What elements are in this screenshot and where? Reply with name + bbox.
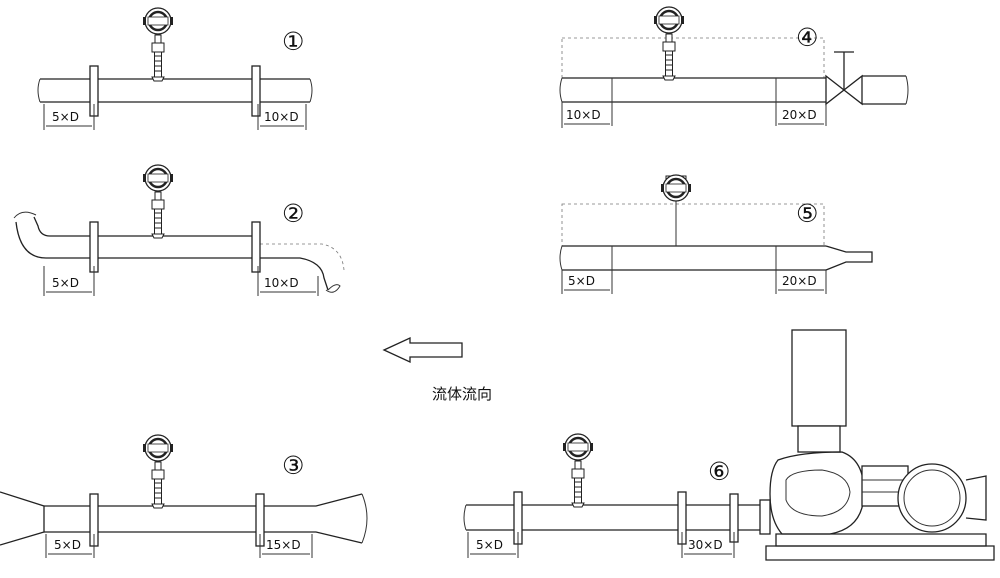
diagram-3-number: ③ (282, 451, 304, 480)
diagram-3: 5×D 15×D ③ (0, 433, 368, 558)
diagram-4-upstream-label: 10×D (566, 108, 601, 122)
diagram-4-downstream-label: 20×D (782, 108, 817, 122)
flowmeter-icon (141, 163, 175, 240)
flowmeter-icon (652, 5, 686, 82)
diagram-6-upstream-label: 5×D (476, 538, 503, 552)
flow-direction-caption: 流体流向 (432, 385, 492, 403)
diagram-3-downstream-label: 15×D (266, 538, 301, 552)
flowmeter-icon (141, 6, 175, 83)
flowmeter-icon (141, 433, 175, 510)
diagram-4-number: ④ (796, 23, 818, 52)
blower-icon (738, 329, 995, 561)
diagram-1-downstream-label: 10×D (264, 110, 299, 124)
diagram-1-number: ① (282, 27, 304, 56)
diagram-1: 5×D 10×D ① (37, 6, 313, 130)
diagram-2: 5×D 10×D ② (13, 163, 345, 296)
diagram-5-downstream-label: 20×D (782, 274, 817, 288)
diagram-3-upstream-label: 5×D (54, 538, 81, 552)
diagram-6: 5×D 30×D ⑥ (463, 329, 995, 561)
flowmeter-icon (659, 173, 693, 203)
diagram-6-number: ⑥ (708, 457, 730, 486)
diagram-4: 10×D 20×D ④ (559, 5, 909, 128)
diagram-2-number: ② (282, 199, 304, 228)
diagram-5: 5×D 20×D ⑤ (559, 173, 873, 294)
diagram-1-upstream-label: 5×D (52, 110, 79, 124)
diagram-2-upstream-label: 5×D (52, 276, 79, 290)
diagram-6-downstream-label: 30×D (688, 538, 723, 552)
diagram-5-number: ⑤ (796, 199, 818, 228)
diagram-5-upstream-label: 5×D (568, 274, 595, 288)
flow-direction-arrow-icon (382, 336, 463, 364)
flowmeter-icon (561, 432, 595, 509)
diagram-2-downstream-label: 10×D (264, 276, 299, 290)
